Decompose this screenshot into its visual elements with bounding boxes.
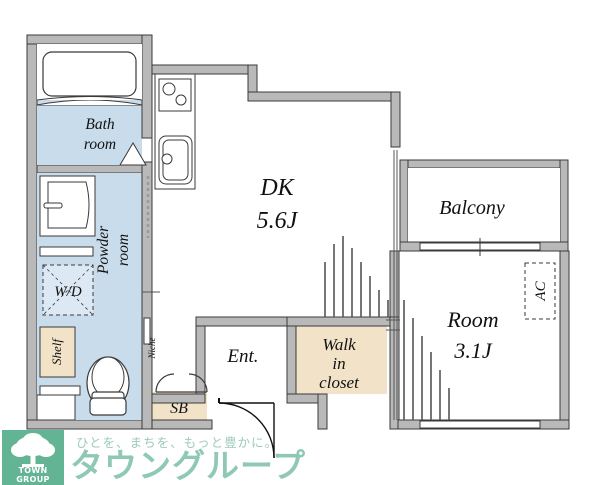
wic-fill <box>296 326 387 394</box>
label-dk-name: DK <box>259 175 295 201</box>
window-room-bottom <box>419 420 541 429</box>
label-balcony: Balcony <box>439 197 505 219</box>
shelf-box <box>36 326 81 421</box>
label-bath-line1: Bath <box>85 116 115 133</box>
kitchen-counter <box>154 73 196 190</box>
wall-top-left <box>26 34 153 45</box>
label-dk-size: 5.6J <box>257 208 299 234</box>
label-ac: AC <box>533 280 549 301</box>
entrance-door[interactable] <box>218 398 275 459</box>
label-bath-line2: room <box>84 136 116 153</box>
washer-dryer <box>42 264 94 316</box>
wall-balcony-top <box>399 159 569 169</box>
toilet <box>86 356 130 416</box>
label-wic-line3: closet <box>319 373 360 392</box>
label-room-size: 3.1J <box>453 338 493 363</box>
ac-unit <box>524 262 556 320</box>
wic-sliding-lines <box>324 236 389 317</box>
wall-bottom-left <box>26 419 153 430</box>
bath-door <box>119 142 147 166</box>
label-wic-line2: in <box>332 354 345 373</box>
dk-room-track <box>386 150 400 420</box>
plan-outline <box>26 34 153 430</box>
vanity-sink <box>39 175 96 257</box>
balcony-area <box>408 168 560 242</box>
wall-bath-powder-divider <box>36 164 143 174</box>
wall-left-outer <box>26 34 38 430</box>
brand-name-en: TOWN GROUP <box>16 466 50 484</box>
label-entrance: Ent. <box>226 346 258 367</box>
wall-balcony-right <box>559 159 569 243</box>
balcony-sliding-door[interactable] <box>419 238 541 256</box>
brand-tagline: ひとを、まちを、もっと豊かに。 <box>76 435 279 450</box>
tree-icon <box>11 433 55 467</box>
brand-name-jp: タウングループ <box>70 446 307 485</box>
wall-balcony-left <box>399 159 409 243</box>
sb-double-doors <box>155 373 208 393</box>
bathtub <box>36 43 143 106</box>
label-shoebox: SB <box>170 400 188 417</box>
label-powder-line2: room <box>115 234 132 266</box>
label-niche: Niche <box>147 338 157 360</box>
room-labels: Bath room Powder room DK 5.6J Balcony Ro… <box>49 116 549 417</box>
niche-slot <box>143 317 151 345</box>
label-washer-dryer: W/D <box>54 284 82 300</box>
ent-area <box>205 326 287 394</box>
label-powder-line1: Powder <box>95 225 112 275</box>
label-wic-line1: Walk <box>322 335 356 354</box>
brand-logo-square <box>2 430 64 485</box>
label-room-name: Room <box>446 307 498 332</box>
room-partition-lines <box>403 300 450 420</box>
label-shelf: Shelf <box>49 337 64 365</box>
